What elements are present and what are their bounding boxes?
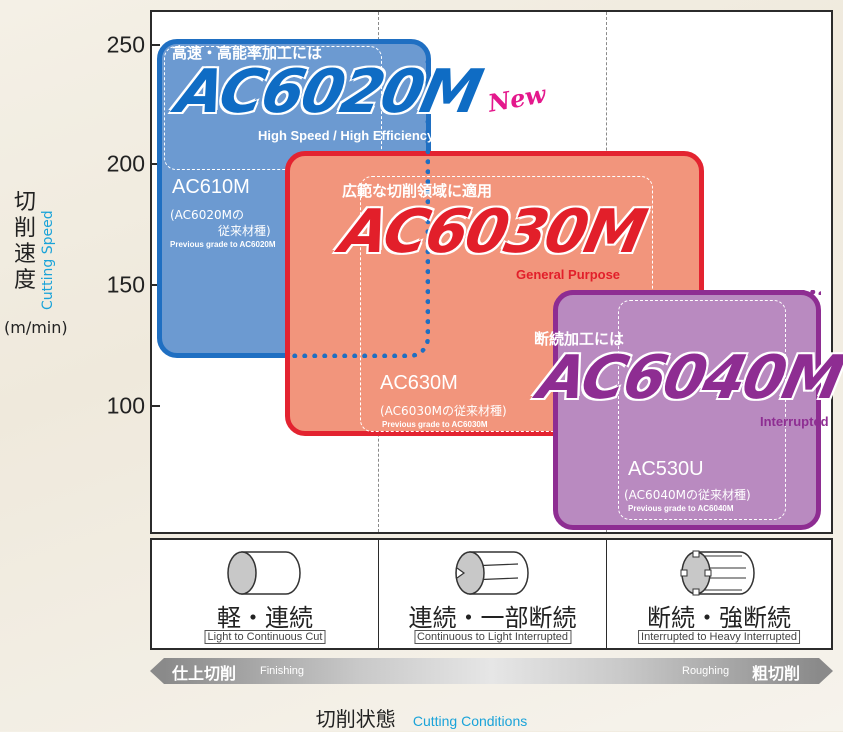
condition-light-continuous: 軽・連続 Light to Continuous Cut (152, 540, 378, 648)
arrow-right-head (819, 658, 833, 684)
grade-subtitle: General Purpose (516, 267, 621, 282)
y-axis-unit: (m/min) (4, 318, 68, 337)
y-axis-label-en: Cutting Speed (40, 210, 56, 310)
y-axis-label-ja: 切削速度 (14, 190, 37, 293)
old-grade-note: 従来材種) (218, 224, 271, 238)
region-ac6020m-overlap-outline (290, 60, 430, 358)
x-axis-label-en: Cutting Conditions (412, 713, 528, 729)
old-grade-note: (AC6040Mの従来材種) (624, 488, 751, 502)
old-grade-name: AC530U (628, 458, 704, 480)
condition-label-en: Interrupted to Heavy Interrupted (638, 630, 800, 644)
condition-label-ja: 軽・連続 (217, 604, 313, 632)
grade-catchphrase: 断続加工には (534, 330, 625, 348)
condition-label-en: Light to Continuous Cut (204, 630, 326, 644)
grooved-workpiece-icon (454, 551, 529, 595)
arrow-right-label-ja: 粗切削 (752, 664, 801, 683)
y-tick-label: 100 (106, 392, 145, 419)
grade-name-ac6030m: AC6030M (334, 197, 651, 267)
old-grade-previous: Previous grade to AC6030M (382, 420, 488, 429)
arrow-right-label-en: Roughing (682, 665, 730, 677)
old-grade-region-ac610m (164, 46, 382, 170)
grade-catchphrase: 高速・高能率加工には (172, 44, 323, 62)
y-tick-label: 150 (106, 271, 145, 298)
condition-heavy-interrupted: 断続・強断続 Interrupted to Heavy Interrupted (606, 540, 831, 648)
old-grade-previous: Previous grade to AC6020M (170, 240, 276, 249)
old-grade-region-ac530u (618, 300, 786, 520)
condition-label-ja: 断続・強断続 (647, 604, 791, 632)
cutting-conditions-panel: 軽・連続 Light to Continuous Cut 連続・一部断続 Con… (150, 538, 833, 650)
finishing-roughing-arrow: 仕上切削 Finishing Roughing 粗切削 (150, 658, 833, 684)
y-tick-mark (150, 44, 160, 46)
grade-catchphrase: 広範な切削領域に適用 (342, 182, 493, 200)
old-grade-note: (AC6030Mの従来材種) (380, 404, 507, 418)
arrow-left-label-en: Finishing (260, 665, 305, 677)
x-axis-label-ja: 切削状態 (315, 707, 396, 731)
grade-name-ac6020m: AC6020M (170, 57, 487, 127)
arrow-body (164, 658, 819, 684)
condition-label-en: Continuous to Light Interrupted (413, 630, 572, 644)
y-tick-label: 250 (106, 31, 145, 58)
y-tick-label: 200 (106, 150, 145, 177)
old-grade-note: (AC6020Mの (170, 208, 244, 222)
old-grade-name: AC630M (380, 372, 458, 394)
region-ac6040m-overlap-outline (553, 290, 821, 420)
y-tick-mark (150, 163, 160, 165)
y-tick-mark (150, 284, 160, 286)
condition-light-interrupted: 連続・一部断続 Continuous to Light Interrupted (378, 540, 606, 648)
slotted-workpiece-icon (680, 550, 755, 596)
continuous-workpiece-icon (227, 551, 301, 595)
grade-subtitle: High Speed / High Efficiency (258, 128, 435, 143)
arrow-left-head (150, 658, 164, 684)
x-axis-label: 切削状態 Cutting Conditions (0, 703, 843, 732)
grade-subtitle: Interrupted (760, 414, 829, 429)
grade-name-ac6040m: AC6040M (532, 343, 843, 413)
arrow-left-label-ja: 仕上切削 (172, 664, 237, 683)
old-grade-previous: Previous grade to AC6040M (628, 504, 734, 513)
condition-label-ja: 連続・一部断続 (408, 604, 577, 632)
old-grade-name: AC610M (172, 176, 250, 198)
y-tick-mark (150, 405, 160, 407)
